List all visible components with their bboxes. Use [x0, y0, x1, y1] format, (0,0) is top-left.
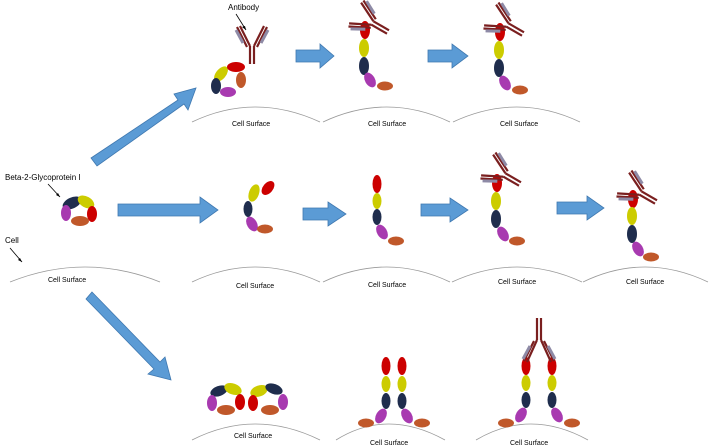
cell-surface-bot-3: [475, 423, 589, 441]
beta2-circular-start: [61, 195, 97, 226]
beta2-circular-antibody: [211, 24, 270, 97]
arrow-up-diagonal: [90, 87, 197, 167]
beta2-linear-antibody-1: [477, 149, 530, 246]
beta2-pair-antibody: [498, 318, 580, 428]
beta2-linear: [372, 175, 404, 246]
arrow-top-2: [427, 43, 469, 69]
cell-surface-top-1: [191, 106, 321, 123]
cell-surface-label: Cell Surface: [498, 279, 536, 286]
cell-surface-bot-1: [191, 423, 321, 441]
arrow-top-1: [295, 43, 335, 69]
arrow-mid-2: [302, 201, 347, 227]
beta2-opening: [243, 181, 275, 234]
beta2-pointer-head: [56, 193, 60, 197]
arrow-right: [117, 196, 219, 224]
cell-surface-top-3: [452, 106, 581, 123]
beta2-circular-pair: [207, 382, 288, 415]
cell-surface-label: Cell Surface: [48, 277, 86, 284]
antibody-pointer-head: [242, 26, 246, 30]
arrow-mid-4: [556, 195, 605, 221]
arrow-down-diagonal: [85, 291, 172, 381]
beta2-linear-pair: [358, 357, 430, 428]
cell-label: Cell: [5, 236, 19, 245]
cell-surface-label: Cell Surface: [368, 282, 406, 289]
beta2-open-antibody-1: [345, 0, 398, 91]
cell-surface-label: Cell Surface: [500, 121, 538, 128]
cell-pointer-head: [18, 258, 22, 262]
cell-surface-label: Cell Surface: [510, 440, 548, 447]
cell-surface-top-2: [322, 106, 451, 123]
antibody-label: Antibody: [228, 3, 259, 12]
cell-surface-mid-4: [582, 266, 709, 283]
beta2-label: Beta-2-Glycoprotein I: [5, 173, 81, 182]
cell-surface-label: Cell Surface: [368, 121, 406, 128]
cell-surface-label: Cell Surface: [370, 440, 408, 447]
cell-surface-label: Cell Surface: [626, 279, 664, 286]
cell-surface-mid-1: [191, 266, 321, 283]
beta2-open-antibody-2: [480, 0, 533, 95]
cell-surface-label: Cell Surface: [234, 433, 272, 440]
cell-surface-start: [9, 266, 161, 283]
cell-surface-label: Cell Surface: [236, 283, 274, 290]
cell-surface-bot-2: [335, 423, 446, 441]
arrow-mid-3: [420, 197, 469, 223]
cell-surface-mid-3: [451, 266, 583, 283]
cell-surface-label: Cell Surface: [232, 121, 270, 128]
beta2-linear-antibody-2: [613, 167, 666, 262]
cell-surface-mid-2: [322, 266, 451, 283]
